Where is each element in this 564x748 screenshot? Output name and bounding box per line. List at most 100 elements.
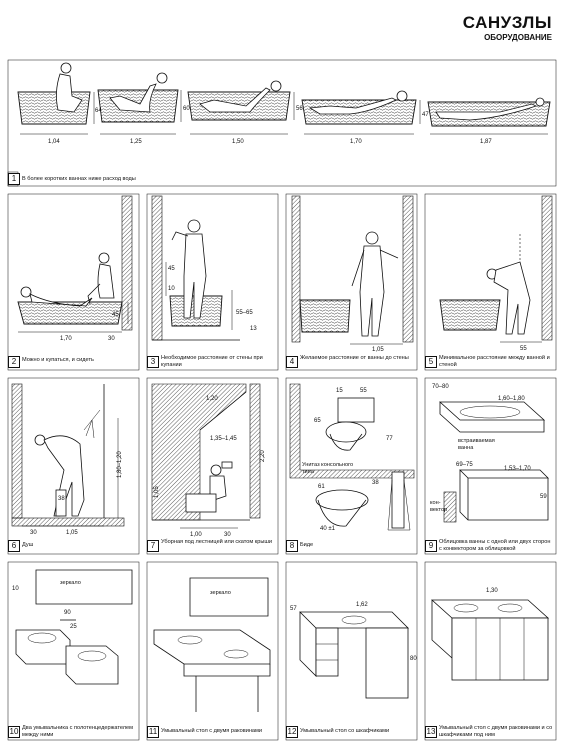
p7-d6: 30 — [224, 532, 231, 538]
p3-d1: 45 — [168, 266, 175, 272]
panel-2-drawing — [17, 195, 133, 333]
page-title: САНУЗЛЫ ОБОРУДОВАНИЕ — [463, 14, 552, 44]
p1-length-3: 1,50 — [232, 139, 244, 145]
p9-d4: 1,53–1,70 — [504, 466, 531, 472]
panel-3-caption: Необходимое расстояние от стены при купа… — [161, 355, 263, 368]
panel-1-number: 1 — [8, 173, 20, 185]
p6-d2: 1,80–1,20 — [117, 451, 123, 478]
panel-4-caption: Желаемое расстояние от ванны до стены — [300, 355, 409, 361]
panel-3-drawing — [151, 195, 240, 341]
panel-12-number: 12 — [286, 726, 298, 738]
p12-d3: 80 — [410, 656, 417, 662]
p8-d2: 55 — [360, 388, 367, 394]
row-4-frames — [7, 561, 557, 741]
p1-height-4: 47 — [422, 112, 429, 118]
p10-d3: 25 — [70, 624, 77, 630]
p8-d1: 15 — [336, 388, 343, 394]
p10-d2: 90 — [64, 610, 71, 616]
tub-2 — [97, 72, 182, 135]
panel-1-bathtubs — [7, 59, 557, 187]
p3-d2: 10 — [168, 286, 175, 292]
p7-d4: 1,05 — [154, 486, 160, 498]
panel-10-drawing — [15, 569, 133, 685]
p7-d5: 1,00 — [190, 532, 202, 538]
panel-9-number: 9 — [425, 540, 437, 552]
panel-11-caption: Умывальный стол с двумя раковинами — [161, 728, 262, 734]
panel-7-number: 7 — [147, 540, 159, 552]
panel-12-drawing — [299, 611, 409, 699]
panel-5-drawing — [439, 195, 553, 343]
p9-d1: 70–80 — [432, 384, 449, 390]
p8-d5: 61 — [318, 484, 325, 490]
p7-d1: 1,20 — [206, 396, 218, 402]
panel-5-caption: Минимальное расстояние между ванной и ст… — [439, 355, 550, 368]
p7-d3: 2,20 — [260, 450, 266, 462]
panel-13-caption: Умывальный стол с двумя раковинами и со … — [439, 725, 553, 738]
p6-d1: 38 — [58, 496, 65, 502]
p7-d2: 1,35–1,45 — [210, 436, 237, 442]
panel-1-caption: В более коротких ваннах ниже расход воды — [22, 176, 136, 182]
p8-d3: 65 — [314, 418, 321, 424]
p1-height-2: 60 — [183, 106, 190, 112]
p11-mirror-label: зеркало — [210, 590, 231, 596]
panel-6-drawing — [11, 383, 125, 527]
panel-13-number: 13 — [425, 726, 437, 738]
panel-2-caption: Можно и купаться, и сидеть — [22, 357, 94, 363]
p13-d1: 1,30 — [486, 588, 498, 594]
p6-d3: 30 — [30, 530, 37, 536]
panel-13-drawing — [430, 599, 550, 681]
tub-1 — [17, 62, 95, 135]
p2-d3: 45 — [112, 312, 119, 318]
p1-length-4: 1,70 — [350, 139, 362, 145]
p8-d4: 77 — [386, 436, 393, 442]
panel-3-number: 3 — [147, 356, 159, 368]
p9-d3: 69–75 — [456, 462, 473, 468]
panel-9-caption: Облицовка ванны с одной или двух сторон … — [439, 539, 551, 552]
p1-length-2: 1,25 — [130, 139, 142, 145]
tub-4 — [301, 90, 421, 135]
p1-height-3: 56 — [296, 106, 303, 112]
panel-9-drawing — [438, 401, 549, 523]
p8-toilet-label: Унитаз консольного типа — [302, 462, 354, 475]
p9-d5: 59 — [540, 494, 547, 500]
p12-d1: 57 — [290, 606, 297, 612]
panel-8-drawing — [289, 383, 415, 531]
title-main: САНУЗЛЫ — [462, 13, 552, 32]
panel-4-drawing — [291, 195, 414, 345]
panel-11-number: 11 — [147, 726, 159, 738]
p10-mirror-label: зеркало — [60, 580, 81, 586]
row-2-frames — [7, 193, 557, 371]
p9-d2: 1,60–1,80 — [498, 396, 525, 402]
panel-5-number: 5 — [425, 356, 437, 368]
panel-10-number: 10 — [8, 726, 20, 738]
p10-d1: 10 — [12, 586, 19, 592]
p2-d2: 30 — [108, 336, 115, 342]
panel-6-caption: Душ — [22, 542, 34, 548]
p2-d1: 1,70 — [60, 336, 72, 342]
p8-d7: 40 ±1 — [320, 526, 336, 532]
title-sub: ОБОРУДОВАНИЕ — [484, 33, 552, 42]
p3-d4: 13 — [250, 326, 257, 332]
panel-2-number: 2 — [8, 356, 20, 368]
p9-conv-label: кон-вектор — [430, 500, 448, 513]
p8-d6: 38 — [372, 480, 379, 486]
tub-5 — [427, 97, 551, 135]
panel-7-caption: Уборная под лестницей или скатом крыши — [161, 539, 272, 545]
panel-4-number: 4 — [286, 356, 298, 368]
p6-d4: 1,05 — [66, 530, 78, 536]
panel-12-caption: Умывальный стол со шкафчиками — [300, 728, 390, 734]
panel-6-number: 6 — [8, 540, 20, 552]
tub-3 — [187, 80, 295, 135]
row-3-frames — [7, 377, 557, 555]
panel-11-drawing — [153, 577, 271, 712]
panel-8-caption: Биде — [300, 542, 314, 548]
p4-d1: 1,05 — [372, 347, 384, 353]
p5-d1: 55 — [520, 346, 527, 352]
p1-height-1: 64 — [95, 108, 102, 114]
p1-length-5: 1,87 — [480, 139, 492, 145]
panel-1-frame — [7, 59, 557, 187]
dimension-labels: 1,04 1,25 1,50 1,70 1,87 64 60 56 47 1,7… — [12, 106, 547, 662]
p3-d3: 55–65 — [236, 310, 253, 316]
panel-7-drawing — [151, 383, 261, 529]
